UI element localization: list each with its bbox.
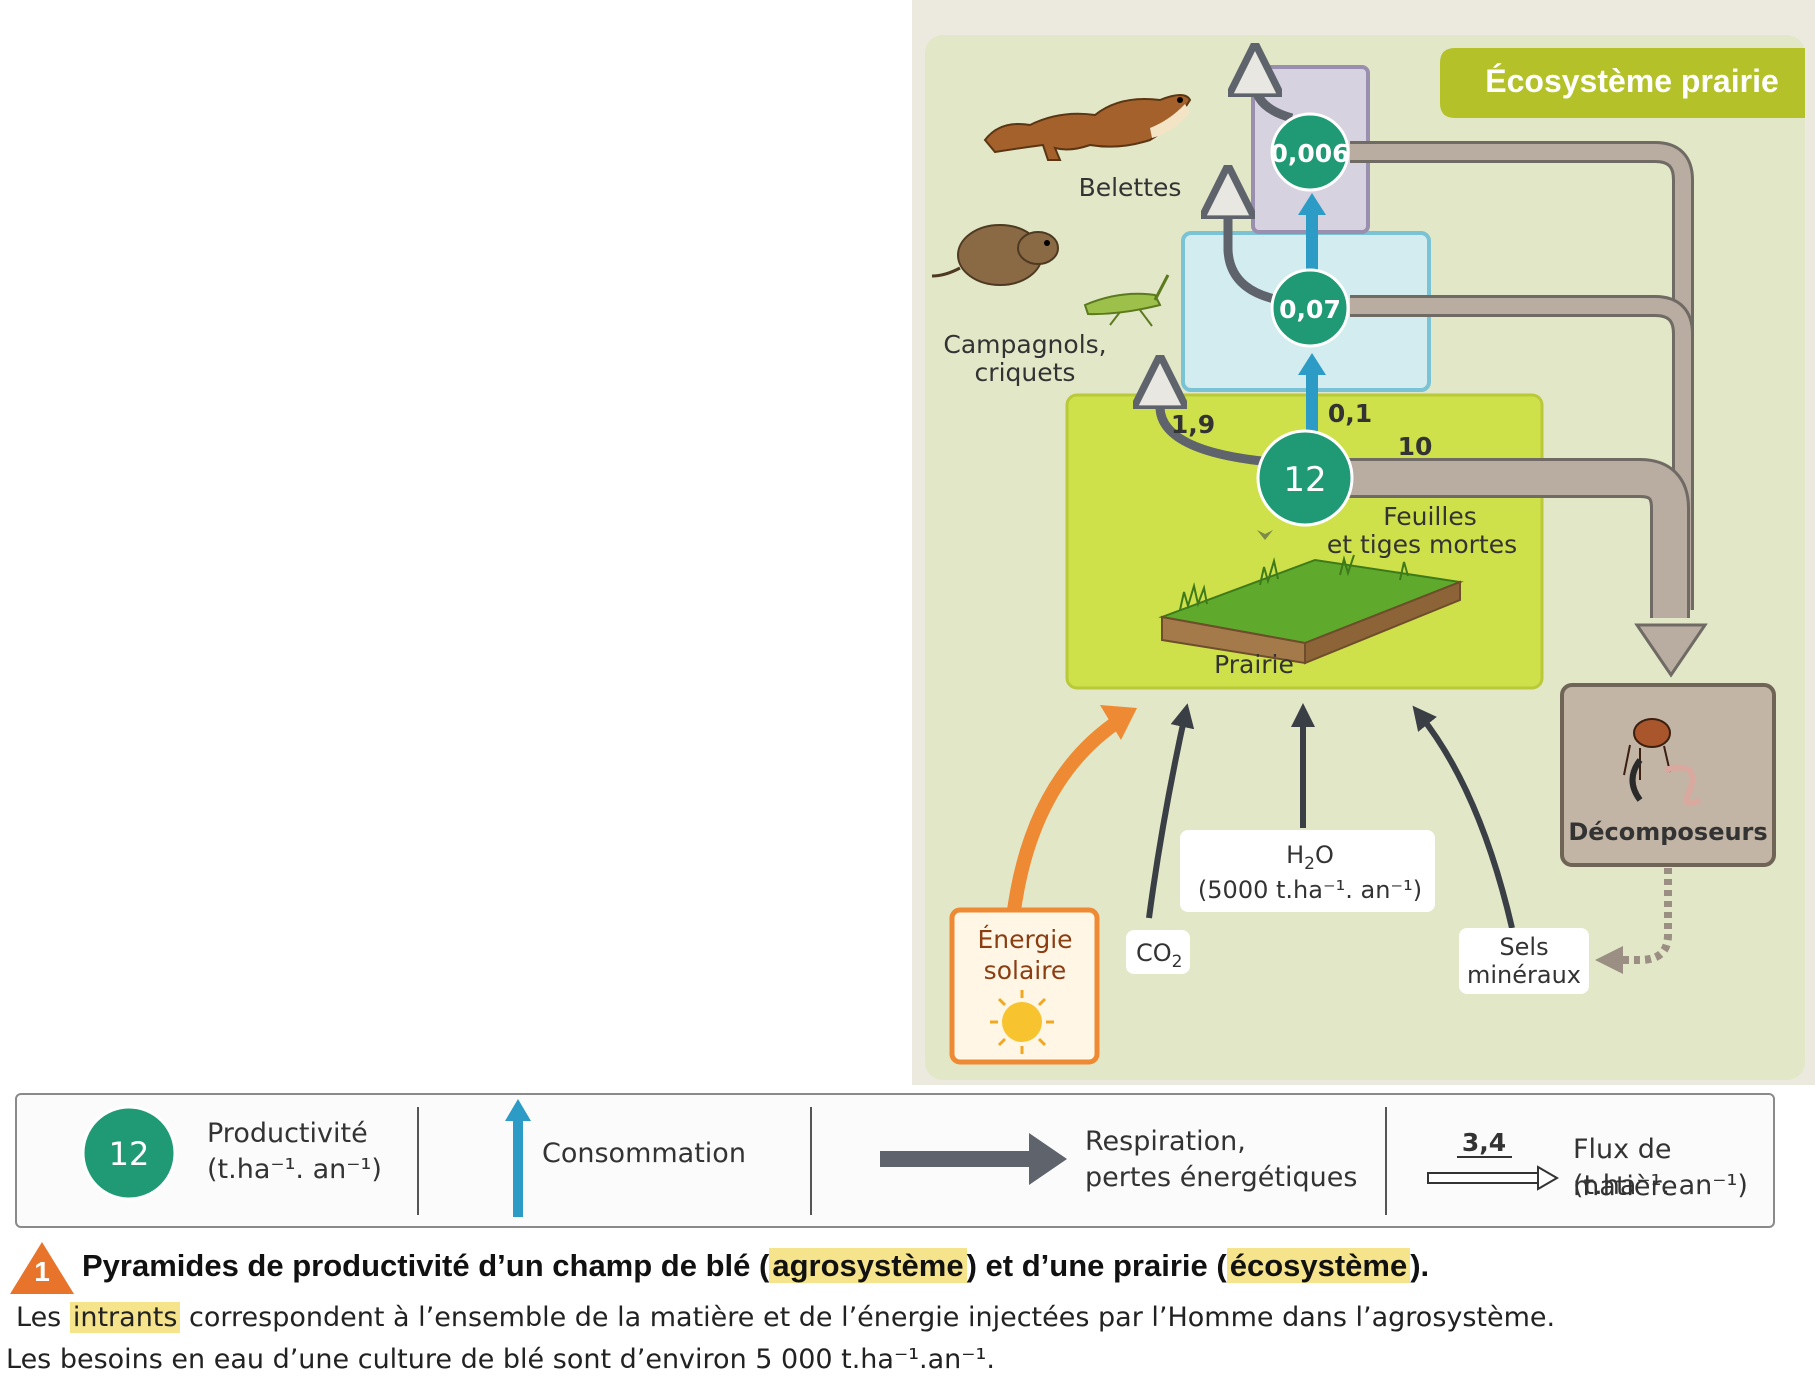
grasshopper-illustration [1083, 274, 1170, 327]
dead-matter-value: 10 [1398, 432, 1433, 461]
legend-flux-sample: 3,4 [1462, 1128, 1506, 1157]
productivity-prairie: 12 [1283, 460, 1326, 500]
legend-flux-label-1: Flux de matière [1573, 1134, 1678, 1202]
weasel-label: Belettes [1079, 173, 1182, 202]
legend-respiration-arrowhead-icon [1029, 1133, 1067, 1185]
mineral-salts-arrow [1412, 705, 1515, 929]
legend-productivity-label-2: (t.ha⁻¹. an⁻¹) [207, 1154, 382, 1185]
mineral-salts-box [1459, 928, 1589, 994]
flux-arrowhead-icon [1634, 623, 1708, 678]
caption-line-3: Les besoins en eau d’une culture de blé … [6, 1344, 995, 1375]
respiration-arrow-prairie [1160, 382, 1273, 467]
productivity-herbivore: 0,07 [1279, 295, 1341, 324]
productivity-circle-carnivore [1270, 112, 1350, 192]
caption-badge-icon [10, 1242, 74, 1294]
legend-flux-arrow [1427, 1172, 1541, 1184]
productivity-carnivore: 0,006 [1270, 139, 1349, 168]
respiration-value: 1,9 [1171, 410, 1215, 439]
legend-divider [810, 1107, 812, 1215]
flux-prairie [1345, 461, 1687, 618]
productivity-circle-prairie [1256, 429, 1354, 527]
consumption-group [1298, 193, 1326, 434]
co2-label: CO2 [1136, 939, 1182, 972]
legend-flux-arrowhead-icon [1537, 1165, 1559, 1191]
solar-energy-arrow [1006, 714, 1124, 919]
matter-flux-group [1345, 141, 1694, 618]
water-amount: (5000 t.ha⁻¹. an⁻¹) [1198, 876, 1422, 904]
legend-consumption-label: Consommation [542, 1138, 746, 1169]
salts-label-1: Sels [1499, 933, 1548, 961]
solar-label-2: solaire [984, 956, 1067, 985]
salts-label-2: minéraux [1467, 961, 1581, 989]
co2-box [1126, 930, 1190, 974]
legend-respiration-label-1: Respiration, [1085, 1126, 1246, 1157]
vole-illustration [931, 224, 1059, 286]
legend-respiration-label-2: pertes énergétiques [1085, 1162, 1358, 1193]
legend-productivity-label-1: Productivité [207, 1118, 368, 1149]
consumption-arrow-2-icon [1298, 193, 1326, 215]
decomposer-label: Décomposeurs [1568, 818, 1767, 846]
flux-herbivore [1350, 298, 1691, 610]
water-label: H2O [1286, 841, 1334, 874]
productivity-circle-herbivore [1270, 268, 1350, 348]
recycling-arrow [1620, 868, 1672, 964]
herbivore-label-1: Campagnols, [943, 330, 1106, 359]
caption-number: 1 [34, 1256, 50, 1287]
solar-label-1: Énergie [977, 925, 1072, 954]
legend-productivity-circle [81, 1105, 177, 1201]
caption-title: Pyramides de productivité d’un champ de … [82, 1248, 1430, 1283]
solar-energy-box [949, 907, 1100, 1065]
decomposer-illustration [1623, 718, 1702, 807]
legend-bar: 12 3,4 Productivité (t.ha⁻¹. an⁻¹) Conso… [15, 1093, 1775, 1228]
legend-flux-label-2: (t.ha⁻¹. an⁻¹) [1573, 1170, 1748, 1201]
caption-line-2: Les intrants correspondent à l’ensemble … [16, 1302, 1556, 1333]
solar-arrowhead-icon [1100, 705, 1137, 740]
respiration-arrow-carnivore [1255, 70, 1294, 123]
dead-matter-label-2: et tiges mortes [1327, 530, 1517, 559]
sun-icon [990, 990, 1054, 1054]
co2-arrow [1146, 703, 1195, 919]
prairie-label: Prairie [1214, 650, 1294, 679]
legend-consumption-arrowhead-icon [505, 1099, 531, 1121]
legend-divider [1385, 1107, 1387, 1215]
legend-divider [417, 1107, 419, 1215]
weasel-illustration [983, 94, 1192, 161]
legend-graphics: 12 3,4 [81, 1099, 1559, 1217]
page-title: Écosystème prairie [1485, 63, 1779, 99]
legend-consumption-arrow [513, 1117, 523, 1217]
herbivore-label-2: criquets [975, 358, 1076, 387]
consumption-value: 0,1 [1328, 399, 1372, 428]
consumption-arrow-1-icon [1298, 353, 1326, 375]
dead-matter-label-1: Feuilles [1383, 502, 1476, 531]
header-tab [1440, 48, 1805, 118]
legend-productivity-sample: 12 [109, 1135, 150, 1173]
water-box [1180, 830, 1435, 912]
flux-carnivore [1350, 144, 1691, 610]
legend-respiration-arrow [880, 1151, 1032, 1167]
prairie-illustration [1158, 530, 1464, 665]
decomposer-box [1560, 683, 1776, 867]
recycling-arrowhead-icon [1595, 946, 1623, 974]
